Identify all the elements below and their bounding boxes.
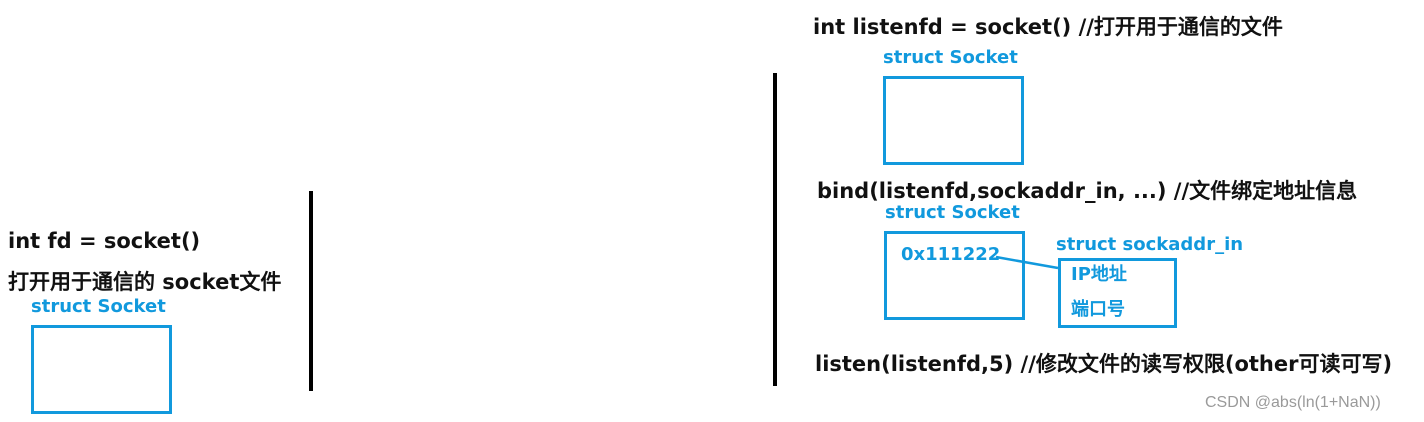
left-divider-line (309, 191, 313, 391)
listen-code: listen(listenfd,5) //修改文件的读写权限(other可读可写… (815, 352, 1393, 376)
bind-code: bind(listenfd,sockaddr_in, ...) //文件绑定地址… (817, 179, 1358, 203)
step1-socket-box (883, 76, 1024, 165)
middle-divider-line (773, 73, 777, 386)
left-socket-code: int fd = socket() (8, 229, 201, 253)
left-socket-comment: 打开用于通信的 socket文件 (8, 270, 282, 294)
step2-struct-socket-label: struct Socket (885, 202, 1020, 223)
address-value: 0x111222 (901, 244, 1001, 265)
step1-struct-socket-label: struct Socket (883, 47, 1018, 68)
sockaddr-in-box (1058, 258, 1177, 328)
sockaddr-in-label: struct sockaddr_in (1056, 234, 1244, 255)
sockaddr-field-port: 端口号 (1071, 299, 1125, 320)
listen-socket-code: int listenfd = socket() //打开用于通信的文件 (813, 15, 1283, 39)
left-struct-socket-label: struct Socket (31, 296, 166, 317)
step2-socket-box (884, 231, 1025, 320)
csdn-watermark: CSDN @abs(ln(1+NaN)) (1205, 394, 1381, 411)
left-socket-box (31, 325, 172, 414)
sockaddr-field-ip: IP地址 (1071, 264, 1127, 285)
